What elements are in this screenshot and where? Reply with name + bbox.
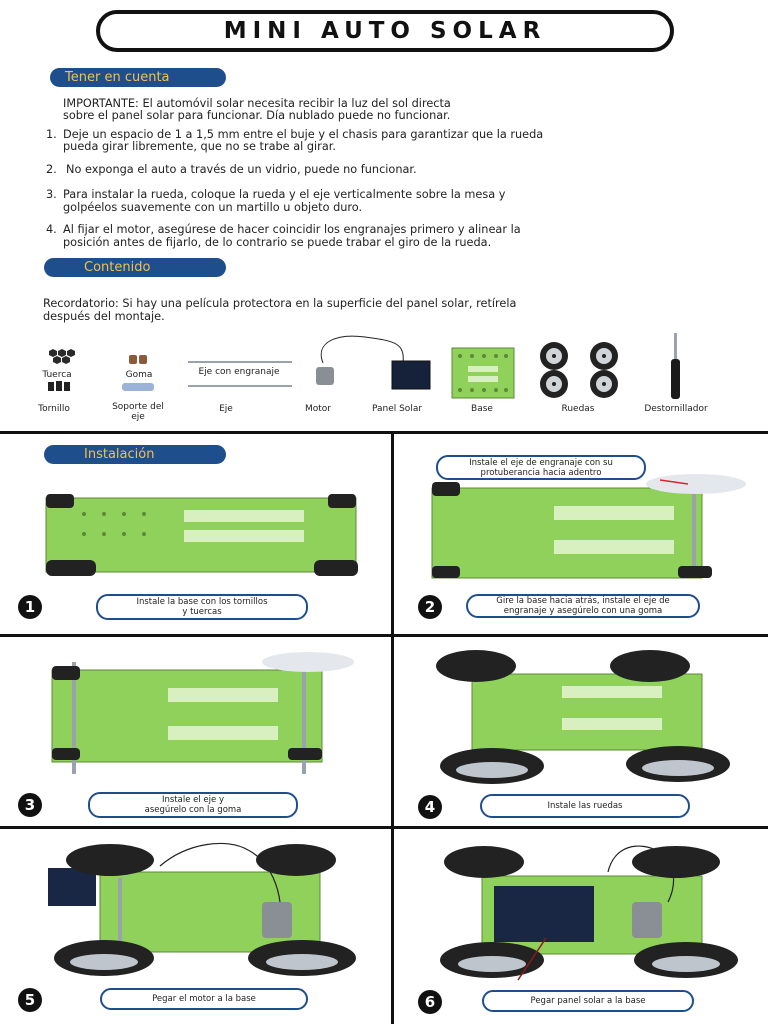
note-3-line2: golpéelos suavemente con un martillo u o…	[63, 201, 363, 214]
step3-base-image	[51, 652, 354, 774]
part-motor: Motor	[304, 404, 331, 414]
base-icon	[451, 347, 515, 399]
step3-caption-line1: Instale el eje y	[161, 795, 224, 805]
step1-badge: 1	[18, 595, 42, 619]
step6-car-image	[440, 845, 738, 981]
step2-callout: Instale el eje de engranaje con su protu…	[436, 455, 646, 480]
ruedas-icon	[540, 342, 618, 398]
importante-line1: IMPORTANTE: El automóvil solar necesita …	[63, 97, 451, 110]
step5-caption: Pegar el motor a la base	[100, 988, 308, 1010]
importante-line2: sobre el panel solar para funcionar. Día…	[63, 109, 451, 122]
step4-badge: 4	[418, 795, 442, 819]
note-3-num: 3.	[46, 188, 57, 201]
step3-caption: Instale el eje y asegúrelo con la goma	[88, 792, 298, 818]
step6-caption-line1: Pegar panel solar a la base	[530, 996, 646, 1006]
grid-line-mid2	[0, 826, 768, 829]
part-ruedas: Ruedas	[561, 404, 595, 414]
step2-base-image	[431, 474, 746, 579]
section-instalacion: Instalación	[44, 445, 226, 464]
step6-caption: Pegar panel solar a la base	[482, 990, 694, 1012]
grid-line-mid1	[0, 634, 768, 637]
section-tener-en-cuenta: Tener en cuenta	[50, 68, 226, 87]
step2-caption: Gire la base hacia atrás, instale el eje…	[466, 594, 700, 618]
part-tuerca: Tuerca	[42, 370, 72, 380]
grid-line-top	[0, 431, 768, 434]
step2-caption-line2: engranaje y asegúrelo con una goma	[503, 606, 663, 616]
step5-badge: 5	[18, 988, 42, 1012]
motor-icon	[316, 335, 431, 390]
step5-caption-line1: Pegar el motor a la base	[152, 994, 256, 1004]
soporte-eje-icon	[122, 383, 154, 391]
part-eje-engranaje: Eje con engranaje	[198, 367, 280, 377]
part-panel-solar: Panel Solar	[371, 404, 423, 414]
part-goma: Goma	[125, 370, 153, 380]
note-3-line1: Para instalar la rueda, coloque la rueda…	[63, 188, 506, 201]
part-tornillo: Tornillo	[38, 404, 70, 414]
step4-car-image	[436, 650, 730, 784]
page-title: MiNi AUTO SOLAR	[96, 10, 674, 52]
step1-caption-line1: Instale la base con los tornillos	[136, 597, 268, 607]
step4-caption: Instale las ruedas	[480, 794, 690, 818]
part-soporte-line1: Soporte del	[112, 402, 164, 412]
step1-base-image	[45, 494, 358, 576]
section-contenido: Contenido	[44, 258, 226, 277]
grid-line-center	[391, 431, 394, 1024]
step4-caption-line1: Instale las ruedas	[547, 801, 623, 811]
destornillador-icon	[671, 333, 680, 399]
step5-car-image	[48, 842, 356, 976]
goma-icon	[129, 355, 147, 364]
note-1-num: 1.	[46, 128, 57, 141]
part-eje: Eje	[219, 404, 233, 414]
tuerca-icon	[49, 349, 75, 364]
step3-badge: 3	[18, 793, 42, 817]
part-soporte-line2: eje	[131, 412, 145, 422]
eje-icon	[188, 385, 292, 387]
step2-callout-line2: protuberancia hacia adentro	[480, 467, 602, 478]
note-4-line1: Al fijar el motor, asegúrese de hacer co…	[63, 223, 521, 236]
part-destornillador: Destornillador	[644, 404, 708, 414]
step2-badge: 2	[418, 595, 442, 619]
note-4-num: 4.	[46, 223, 57, 236]
recordatorio-line1: Recordatorio: Si hay una película protec…	[43, 297, 517, 310]
note-2-num: 2.	[46, 163, 57, 176]
part-base: Base	[471, 404, 493, 414]
recordatorio-line2: después del montaje.	[43, 310, 165, 323]
note-4-line2: posición antes de fijarlo, de lo contrar…	[63, 236, 492, 249]
note-1-line2: pueda girar libremente, que no se trabe …	[63, 140, 336, 153]
step2-caption-line1: Gire la base hacia atrás, instale el eje…	[496, 596, 670, 606]
note-1-line1: Deje un espacio de 1 a 1,5 mm entre el b…	[63, 128, 544, 141]
step3-caption-line2: asegúrelo con la goma	[144, 805, 242, 815]
eje-engranaje-icon	[188, 361, 292, 363]
step2-callout-line1: Instale el eje de engranaje con su	[469, 457, 613, 468]
step1-caption-line2: y tuercas	[182, 607, 222, 617]
step6-badge: 6	[418, 990, 442, 1014]
tornillo-icon	[48, 381, 70, 391]
note-2-line1: No exponga el auto a través de un vidrio…	[66, 163, 417, 176]
step1-caption: Instale la base con los tornillos y tuer…	[96, 594, 308, 620]
